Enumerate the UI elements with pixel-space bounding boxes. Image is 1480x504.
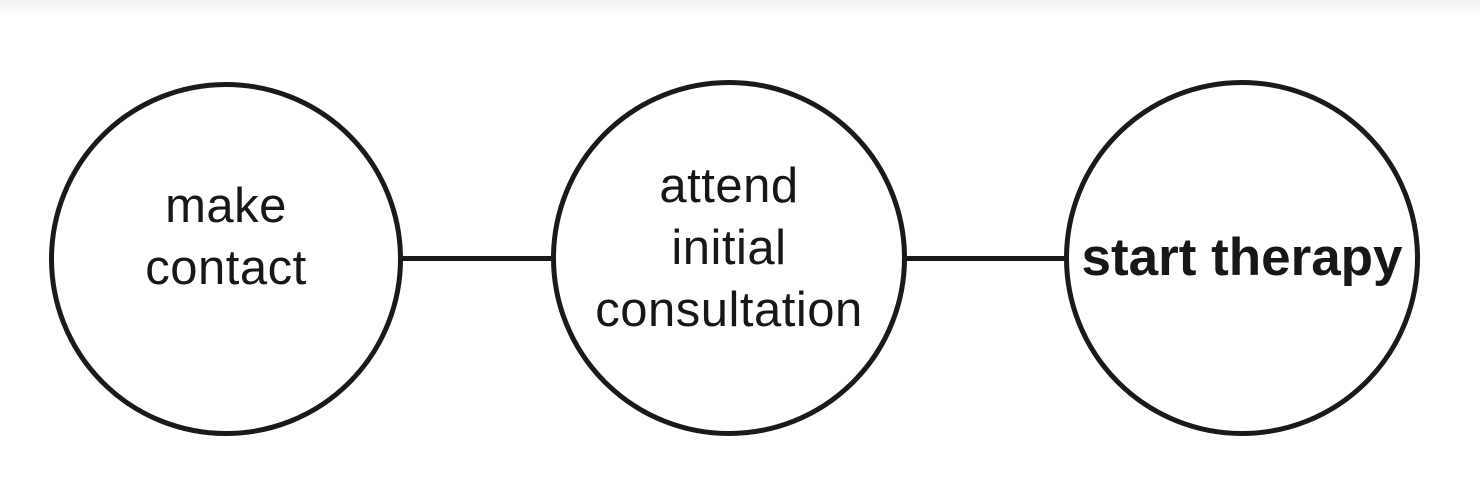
node-start-therapy: start therapy — [1064, 80, 1420, 436]
node-label: attend initial consultation — [595, 155, 863, 341]
node-make-contact: make contact — [49, 82, 403, 436]
node-label-line: consultation — [595, 283, 863, 337]
node-label-line: start therapy — [1081, 228, 1403, 287]
node-label: make contact — [145, 175, 306, 299]
node-label-line: contact — [145, 241, 307, 295]
node-label: start therapy — [1081, 227, 1402, 289]
connector-line — [903, 256, 1068, 261]
node-label-line: make — [165, 179, 287, 233]
node-attend-initial-consultation: attend initial consultation — [551, 80, 907, 436]
node-label-line: attend — [659, 159, 799, 213]
connector-line — [399, 256, 555, 261]
top-edge-shade — [0, 0, 1480, 18]
node-label-line: initial — [671, 221, 787, 275]
